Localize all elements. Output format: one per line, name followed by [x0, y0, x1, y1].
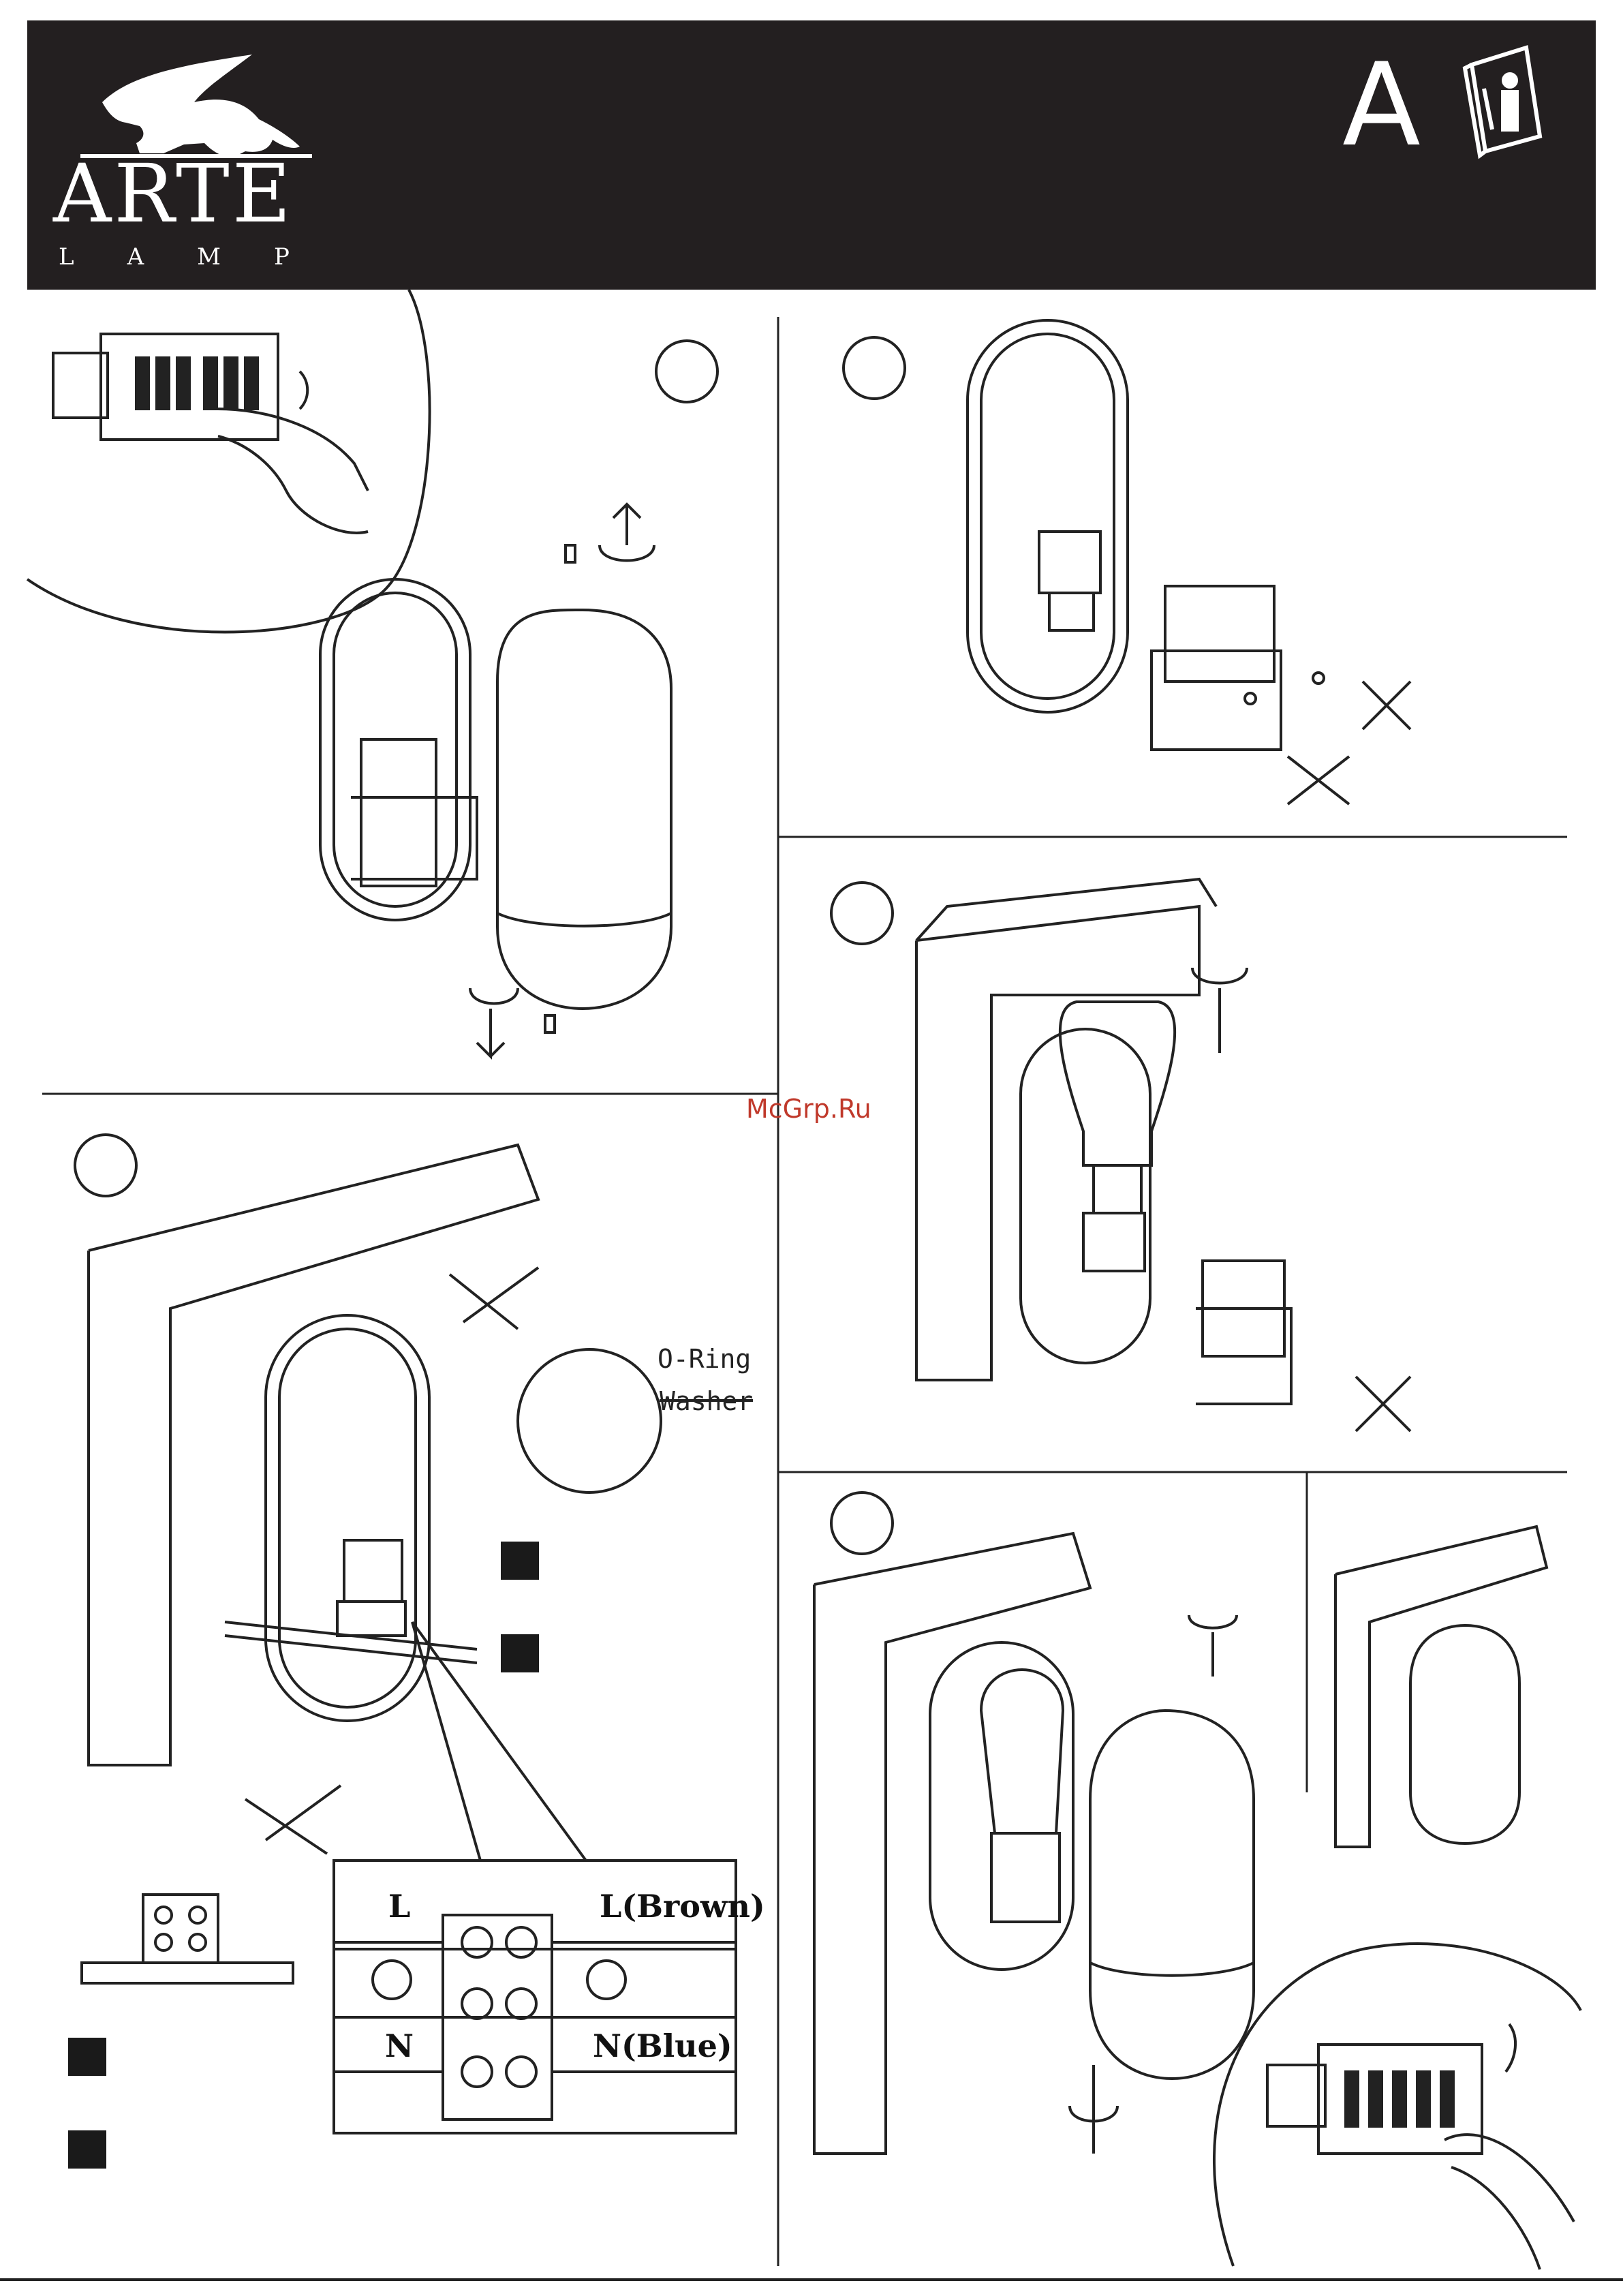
wire-brown-label: L(Brown) — [600, 1888, 765, 1925]
washer-label: Washer — [660, 1386, 753, 1416]
marker-square — [68, 2130, 106, 2169]
terminal-l-label: L — [388, 1888, 410, 1925]
document-letter: A — [1342, 48, 1421, 162]
connector-sketch — [82, 1895, 293, 1983]
step-6-complete — [1335, 1527, 1547, 1847]
wire-blue-label: N(Blue) — [593, 2027, 732, 2064]
step-4-bulb — [831, 879, 1410, 1431]
step-3-mount — [75, 1135, 753, 1854]
step-2-remove-holder — [844, 320, 1410, 804]
o-ring-label: O-Ring — [658, 1344, 751, 1374]
watermark: McGrp.Ru — [746, 1094, 871, 1124]
marker-square — [501, 1542, 539, 1580]
terminal-n-label: N — [385, 2027, 414, 2064]
step-1-power-off — [27, 290, 717, 632]
manual-info-icon — [1465, 48, 1540, 155]
brand-subtitle: LAMP — [59, 245, 343, 269]
panel-grid — [0, 317, 1623, 2280]
marker-square — [501, 1634, 539, 1672]
step-1-fixture — [320, 504, 671, 1056]
step-5-cover — [814, 1493, 1254, 2154]
step-6-power-on — [1214, 1944, 1581, 2269]
griffin-logo-icon — [80, 55, 312, 158]
brand-name: ARTE — [53, 153, 294, 234]
marker-square — [68, 2038, 106, 2076]
